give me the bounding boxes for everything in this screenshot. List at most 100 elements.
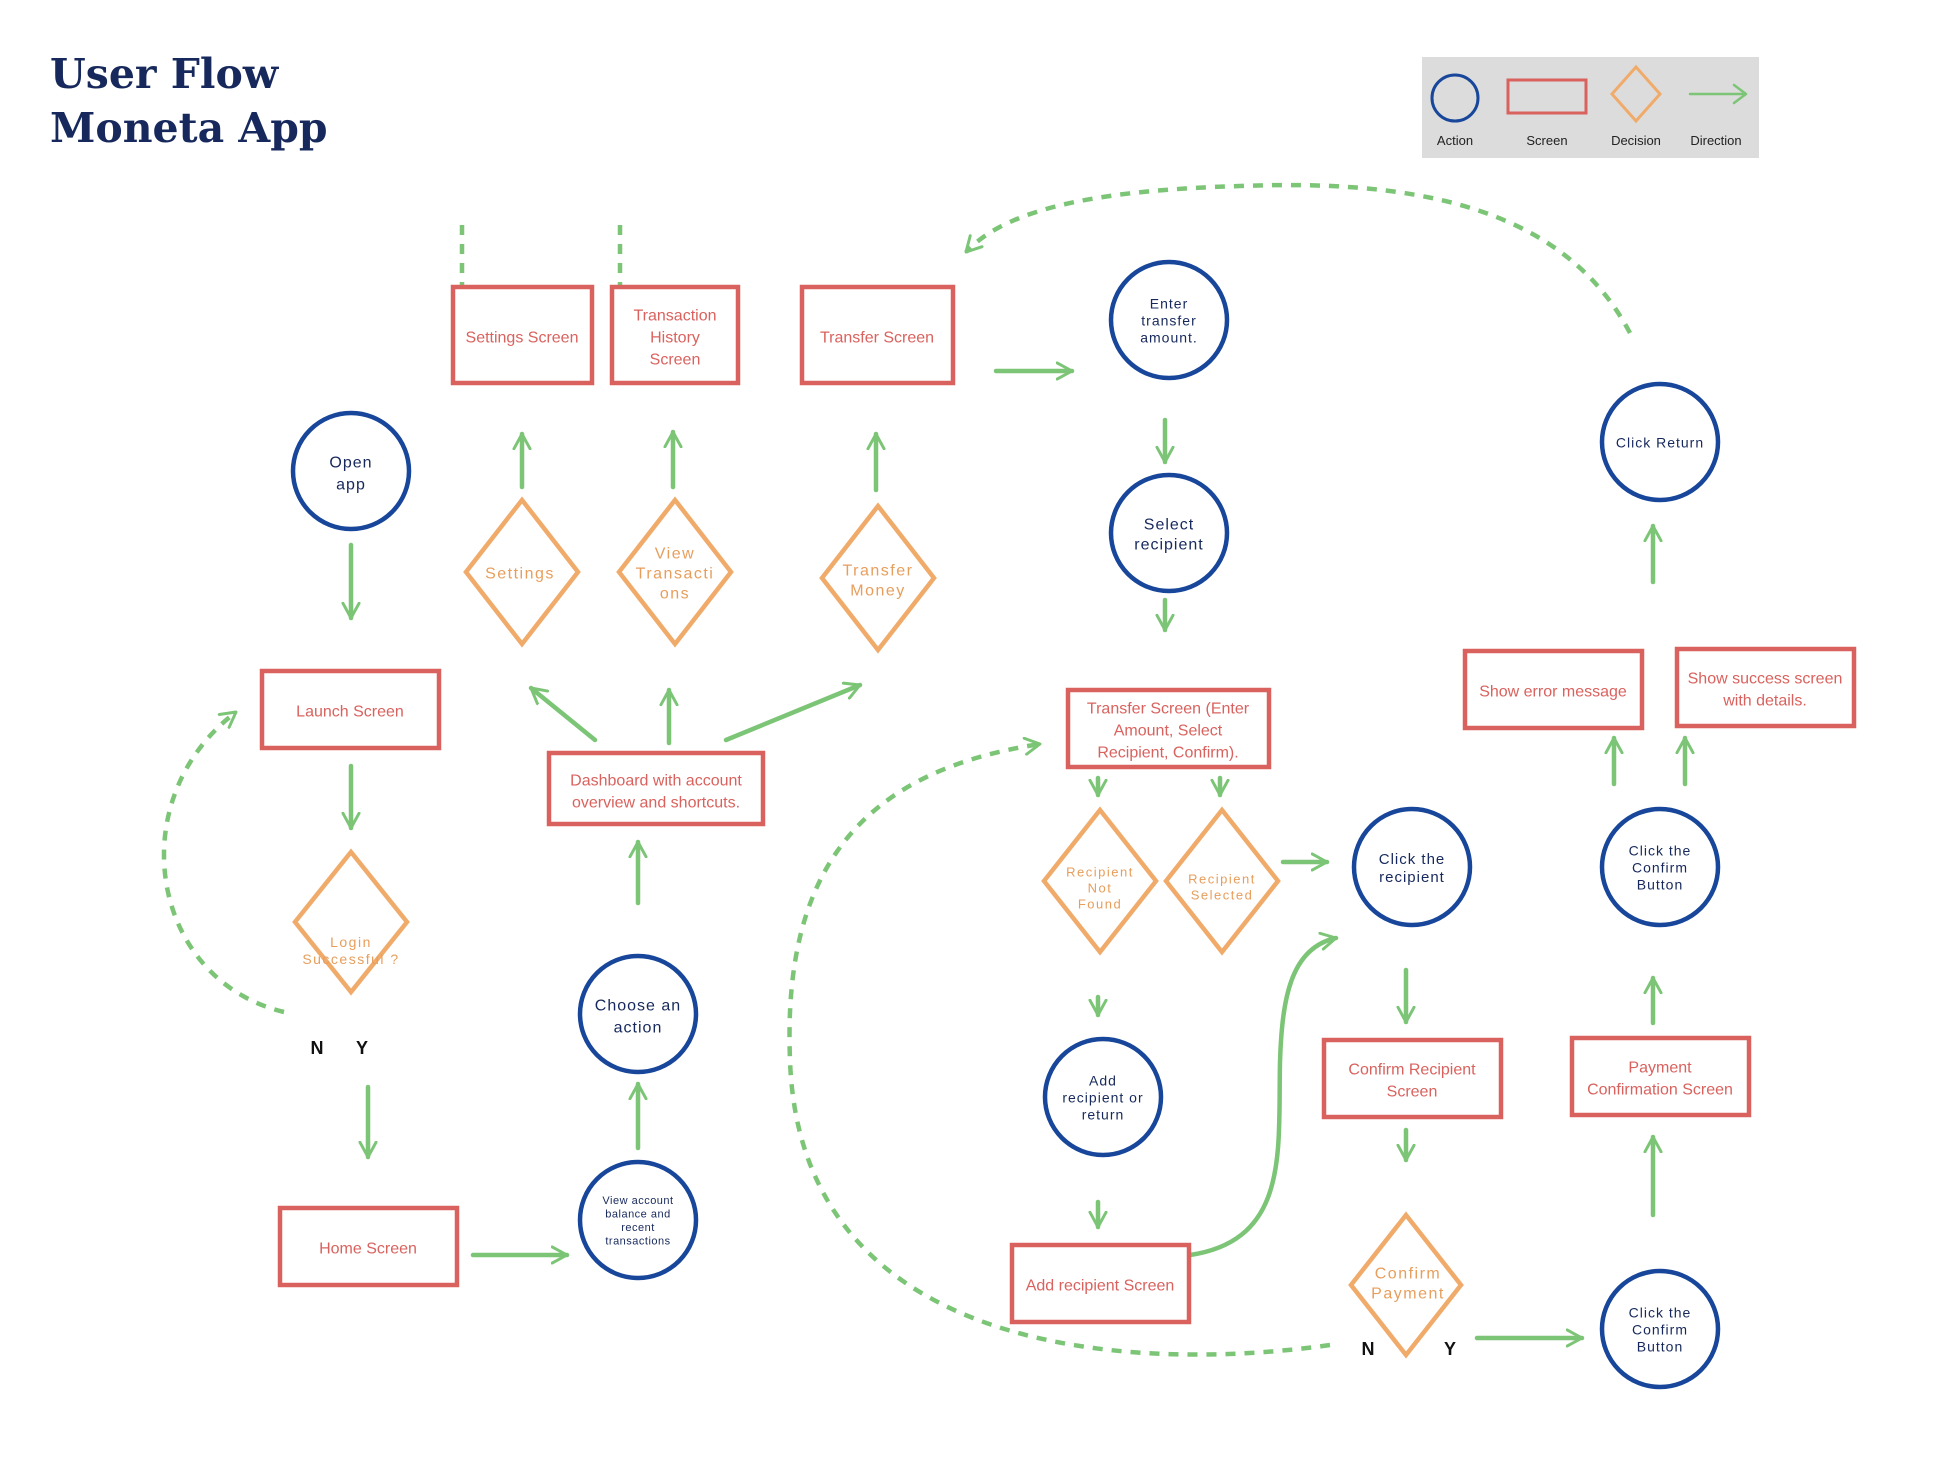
settings-decision: Settings [463,496,581,648]
launch-screen-box [259,668,442,751]
add-recipient-or-return-circle [1042,1036,1164,1158]
label-line: Click the [1629,1305,1692,1321]
transfer-screen: Transfer Screen [799,284,956,386]
login-yes-label: Y [356,1038,368,1058]
label-line: Click the [1379,851,1446,868]
recipient-selected-diamond [1163,806,1281,956]
arrow-login-no-to-launch [161,710,285,1015]
label-line: Transfer [843,563,914,580]
label-line: Recipient [1188,871,1256,886]
label-line: Dashboard with account [570,772,742,789]
show-success-screen: Show success screen with details. [1674,646,1857,729]
legend-background [1422,57,1759,158]
login-no-label: N [311,1038,324,1058]
view-account-circle [577,1159,699,1281]
legend-direction-label: Direction [1690,133,1741,148]
payment-no-label: N [1362,1339,1375,1359]
launch-screen-label: Launch Screen [296,703,404,720]
label-line: ons [660,586,690,603]
label-line: Confirm [1632,860,1688,876]
label-line: Screen [1387,1083,1438,1100]
transfer-screen-label: Transfer Screen [820,329,934,346]
label-line: History [650,329,700,346]
click-return-action: Click Return [1599,381,1721,503]
label-line: Transacti [636,566,715,583]
arrow-payment-no-to-transfer-full [787,744,1331,1357]
transfer-money-diamond [819,502,937,654]
label-line: Confirm [1375,1266,1442,1283]
label-line: Choose an [595,997,681,1014]
confirm-payment-diamond [1348,1211,1464,1359]
label-line: recipient [1134,537,1203,554]
connectors [161,182,1685,1357]
label-line: Add [1089,1073,1117,1089]
label-line: amount. [1140,330,1198,346]
login-successful-diamond [292,848,410,996]
label-line: View [655,546,695,563]
open-app-circle [290,410,412,532]
label-line: transactions [605,1236,670,1248]
home-screen-label: Home Screen [319,1240,417,1257]
click-recipient-circle [1351,806,1473,928]
settings-screen-label: Settings Screen [466,329,579,346]
enter-transfer-amount-circle [1108,259,1230,381]
show-error-screen-label: Show error message [1479,683,1627,700]
label-line: Recipient, Confirm). [1097,744,1238,761]
legend-action-circle-icon [1430,73,1480,123]
settings-screen-box [450,284,595,386]
label-line: Amount, Select [1114,722,1223,739]
label-line: Select [1144,517,1194,534]
label-line: Settings [485,566,555,583]
label-line: Found [1078,896,1122,911]
label-line: Button [1637,877,1683,893]
legend-screen-label: Screen [1526,133,1567,148]
add-recipient-screen: Add recipient Screen [1009,1242,1192,1325]
legend-screen-rect-icon [1506,78,1588,115]
select-recipient-action: Select recipient [1108,472,1230,594]
label-line: Login [330,934,372,950]
label-line: recipient [1379,869,1445,886]
label-line: transfer [1141,313,1196,329]
show-success-screen-box [1674,646,1857,729]
label-line: Launch Screen [296,703,404,720]
add-recipient-screen-box [1009,1242,1192,1325]
home-screen-box [277,1205,460,1288]
legend-action-label: Action [1437,133,1473,148]
select-recipient-circle [1108,472,1230,594]
label-line: return [1082,1107,1125,1123]
label-line: View account [602,1195,673,1207]
label-line: Transfer Screen [820,329,934,346]
arrow-add-screen-to-click-recipient [1187,938,1339,1258]
settings-screen: Settings Screen [450,284,595,386]
transaction-history-screen-box [609,284,741,386]
label-line: Enter [1150,296,1188,312]
label-line: Confirmation Screen [1587,1081,1733,1098]
label-line: Settings Screen [466,329,579,346]
arrow-click-return-to-transfer-screen [964,182,1632,335]
label-line: with details. [1722,692,1807,709]
dashboard-screen-box [546,750,766,827]
settings-diamond [463,496,581,648]
label-line: Show success screen [1688,670,1843,687]
click-confirm-bottom-circle [1599,1268,1721,1390]
